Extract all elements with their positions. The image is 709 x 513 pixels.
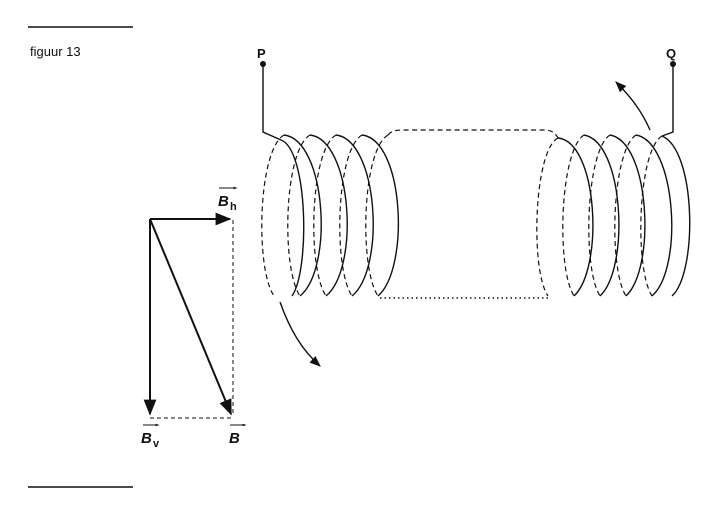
lead-q [661,64,674,137]
terminal-q-label: Q [666,46,676,61]
lead-p [262,64,282,141]
bv-label: B v [141,423,160,450]
current-arrow-right [615,81,651,131]
bh-symbol: B [218,193,229,210]
coil-middle-top [387,129,559,139]
solenoid-coil [260,61,691,367]
left-loops-back [261,134,389,297]
right-loops-back [536,134,663,297]
bv-subscript: v [153,438,160,450]
vector-diagram: B h B v B [141,186,247,450]
terminal-p-label: P [257,46,266,61]
b-vector-arrow [149,218,232,416]
bv-symbol: B [141,430,152,447]
figure-caption: figuur 13 [30,44,81,59]
b-symbol: B [229,430,240,447]
right-loops-front [557,134,691,297]
left-loops-front [280,134,399,297]
bh-subscript: h [230,201,237,213]
current-arrow-left [279,301,321,367]
b-label: B [229,423,247,447]
bh-label: B h [218,186,238,213]
